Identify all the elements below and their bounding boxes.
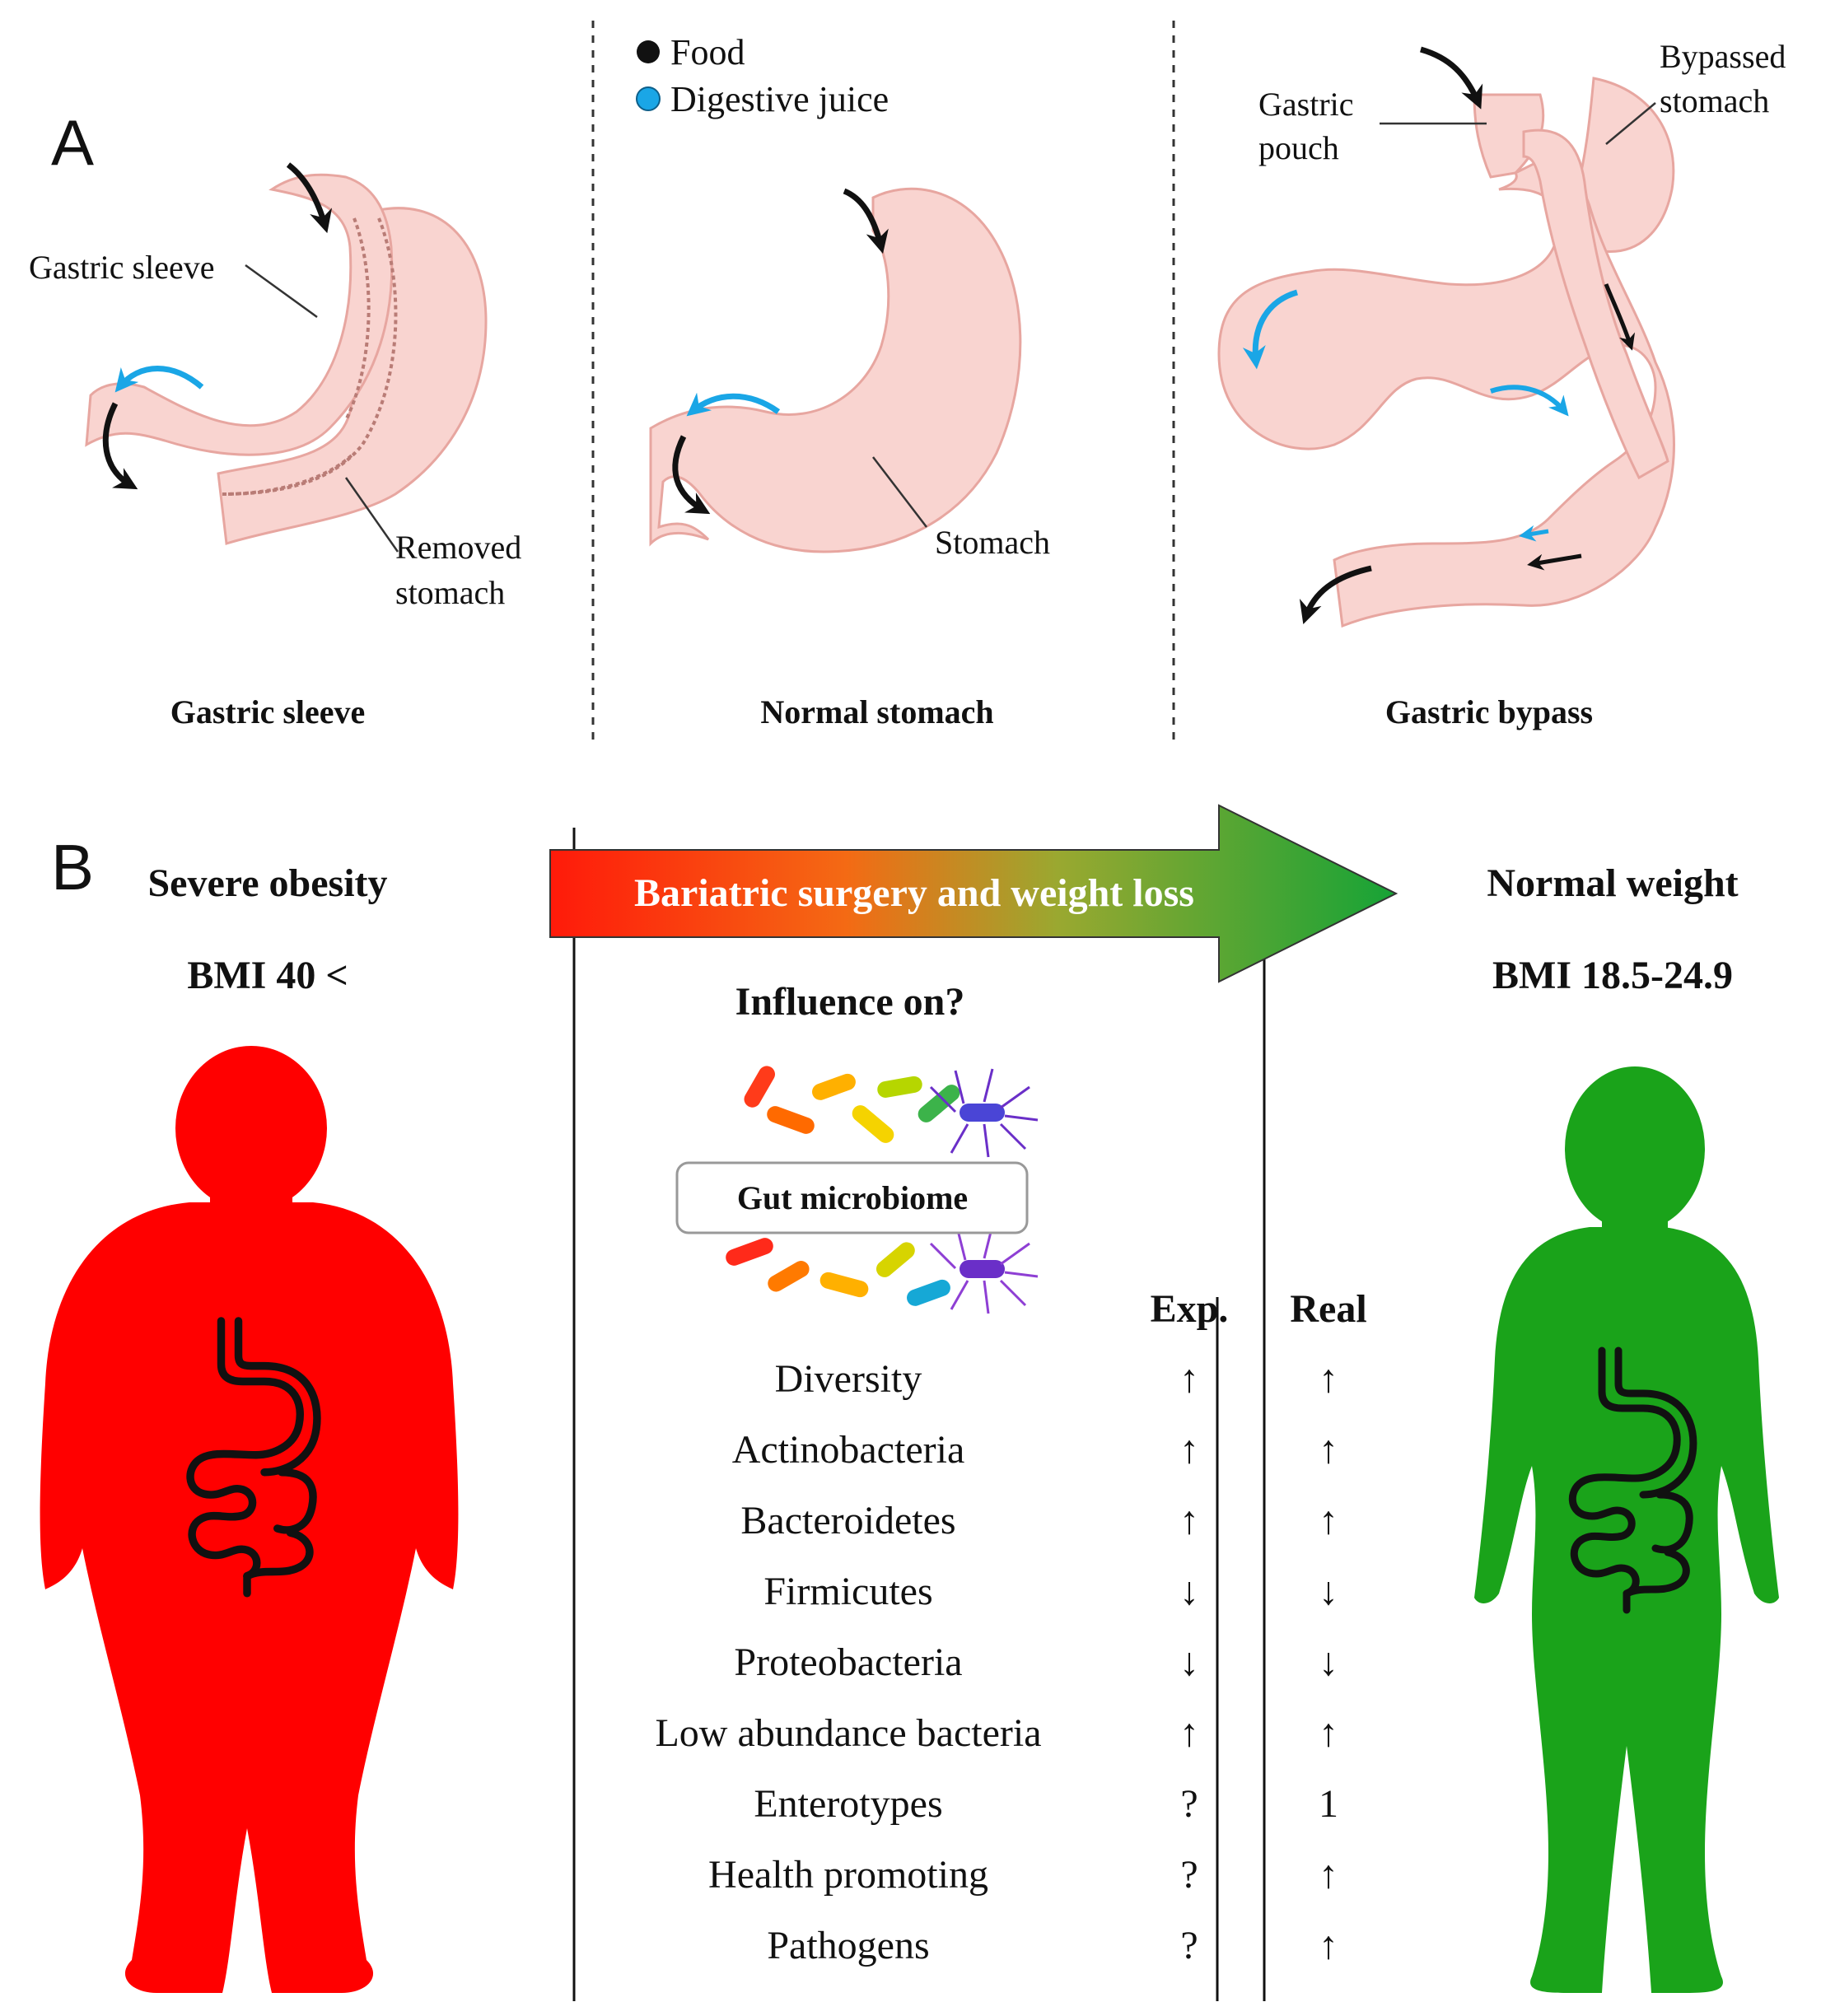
gastric-sleeve-illustration: Gastric sleeve Removed stomach Gastric s… <box>29 162 521 730</box>
table-row: Enterotypes? 1 <box>754 1782 1338 1826</box>
row-real: ↑ <box>1319 1924 1338 1967</box>
row-expected: ? <box>1180 1924 1198 1967</box>
row-name: Pathogens <box>767 1924 929 1967</box>
row-real: ↑ <box>1319 1499 1338 1542</box>
gastric-bypass-illustration: Gastric pouch Bypassed stomach Gastric b… <box>1217 38 1786 730</box>
food-in-arrow <box>286 162 333 234</box>
food-arrow-3 <box>1527 553 1582 571</box>
roux-limb <box>1522 128 1669 480</box>
juice-arrow-1 <box>1242 289 1299 370</box>
food-down-arrow <box>1604 283 1636 351</box>
juice-arrow <box>114 366 204 393</box>
label-pouch-1: Gastric <box>1258 86 1354 123</box>
panel-a-label: A <box>51 106 94 179</box>
label-removed-1: Removed <box>395 529 521 566</box>
row-expected: ↓ <box>1179 1570 1199 1613</box>
label-removed-2: stomach <box>395 574 505 611</box>
label-bypassed-2: stomach <box>1660 82 1769 119</box>
food-in-arrow <box>1420 46 1483 110</box>
surgery-arrow <box>549 804 1398 983</box>
food-out-arrow <box>1299 565 1372 624</box>
staple-line-1 <box>344 217 371 421</box>
table-row: Proteobacteria ↓ ↓ <box>734 1640 1338 1684</box>
juice-arrow-2 <box>1490 385 1569 417</box>
removed-leader <box>344 477 399 553</box>
row-name: Enterotypes <box>754 1782 942 1826</box>
right-bmi: BMI 18.5-24.9 <box>1492 954 1733 997</box>
row-expected: ↑ <box>1179 1499 1199 1542</box>
row-expected: ↑ <box>1179 1711 1199 1755</box>
left-title: Severe obesity <box>147 861 387 905</box>
table-row: Diversity ↑ ↑ <box>775 1357 1338 1401</box>
row-real: 1 <box>1319 1782 1338 1826</box>
caption-gastric-bypass: Gastric bypass <box>1385 693 1593 730</box>
row-name: Proteobacteria <box>734 1640 962 1684</box>
staple-line-3 <box>222 451 356 496</box>
sleeve-leader <box>245 264 318 319</box>
outcome-table: Diversity↑↑Actinobacteria↑↑Bacteroidetes… <box>655 1357 1338 1967</box>
row-real: ↓ <box>1319 1570 1338 1613</box>
legend: Food Digestive juice <box>636 32 889 119</box>
stomach <box>649 187 1022 553</box>
row-real: ↑ <box>1319 1357 1338 1401</box>
row-real: ↑ <box>1319 1853 1338 1897</box>
left-bmi: BMI 40 < <box>187 954 348 997</box>
caption-gastric-sleeve: Gastric sleeve <box>170 693 366 730</box>
label-stomach: Stomach <box>935 524 1050 561</box>
row-expected: ? <box>1180 1853 1198 1897</box>
microbiome-graphic: Gut microbiome <box>675 1066 1039 1314</box>
influence-label: Influence on? <box>735 980 965 1024</box>
food-in-arrow <box>843 188 889 254</box>
microbiome-label: Gut microbiome <box>737 1179 968 1216</box>
row-name: Actinobacteria <box>732 1428 965 1472</box>
table-row: Bacteroidetes ↑ ↑ <box>740 1499 1338 1542</box>
row-name: Diversity <box>775 1357 922 1401</box>
bypassed-leader <box>1605 102 1656 145</box>
panel-b-label: B <box>51 831 94 903</box>
juice-arrow-3 <box>1519 525 1549 542</box>
legend-juice-label: Digestive juice <box>670 79 889 119</box>
row-name: Firmicutes <box>763 1570 932 1613</box>
row-name: Health promoting <box>708 1853 988 1897</box>
row-real: ↑ <box>1319 1711 1338 1755</box>
label-pouch-2: pouch <box>1258 129 1339 166</box>
normal-head <box>1565 1066 1705 1231</box>
row-real: ↑ <box>1319 1428 1338 1472</box>
column-header-real: Real <box>1290 1287 1366 1331</box>
right-title: Normal weight <box>1487 861 1738 905</box>
row-name: Low abundance bacteria <box>655 1711 1041 1755</box>
food-out-arrow <box>672 435 711 515</box>
legend-food-label: Food <box>670 32 745 72</box>
bypassed-stomach <box>1572 77 1675 254</box>
food-out-arrow <box>102 402 138 490</box>
column-header-exp: Exp. <box>1151 1287 1229 1331</box>
juice-arrow <box>686 392 781 417</box>
table-row: Health promoting? ↑ <box>708 1853 1338 1897</box>
surgery-arrow-label: Bariatric surgery and weight loss <box>634 871 1194 915</box>
table-row: Pathogens? ↑ <box>767 1924 1338 1967</box>
caption-normal-stomach: Normal stomach <box>760 693 993 730</box>
table-row: Firmicutes ↓ ↓ <box>763 1570 1338 1613</box>
label-gastric-sleeve: Gastric sleeve <box>29 249 214 286</box>
row-expected: ↑ <box>1179 1428 1199 1472</box>
food-legend-dot <box>637 40 660 63</box>
row-real: ↓ <box>1319 1640 1338 1684</box>
juice-legend-dot <box>636 86 661 111</box>
row-name: Bacteroidetes <box>740 1499 955 1542</box>
table-row: Low abundance bacteria ↑ ↑ <box>655 1711 1338 1755</box>
row-expected: ↑ <box>1179 1357 1199 1401</box>
staple-line-2 <box>222 217 398 496</box>
stomach-leader <box>872 456 927 528</box>
row-expected: ↓ <box>1179 1640 1199 1684</box>
normal-stomach-illustration: Stomach Normal stomach <box>649 187 1050 730</box>
sleeve-stomach <box>85 173 394 456</box>
microbiome-box <box>675 1161 1029 1234</box>
bacteria-cluster <box>726 1066 1039 1314</box>
table-row: Actinobacteria ↑ ↑ <box>732 1428 1338 1472</box>
row-expected: ? <box>1180 1782 1198 1826</box>
obese-silhouette <box>40 1046 459 1993</box>
label-bypassed-1: Bypassed <box>1660 38 1786 75</box>
